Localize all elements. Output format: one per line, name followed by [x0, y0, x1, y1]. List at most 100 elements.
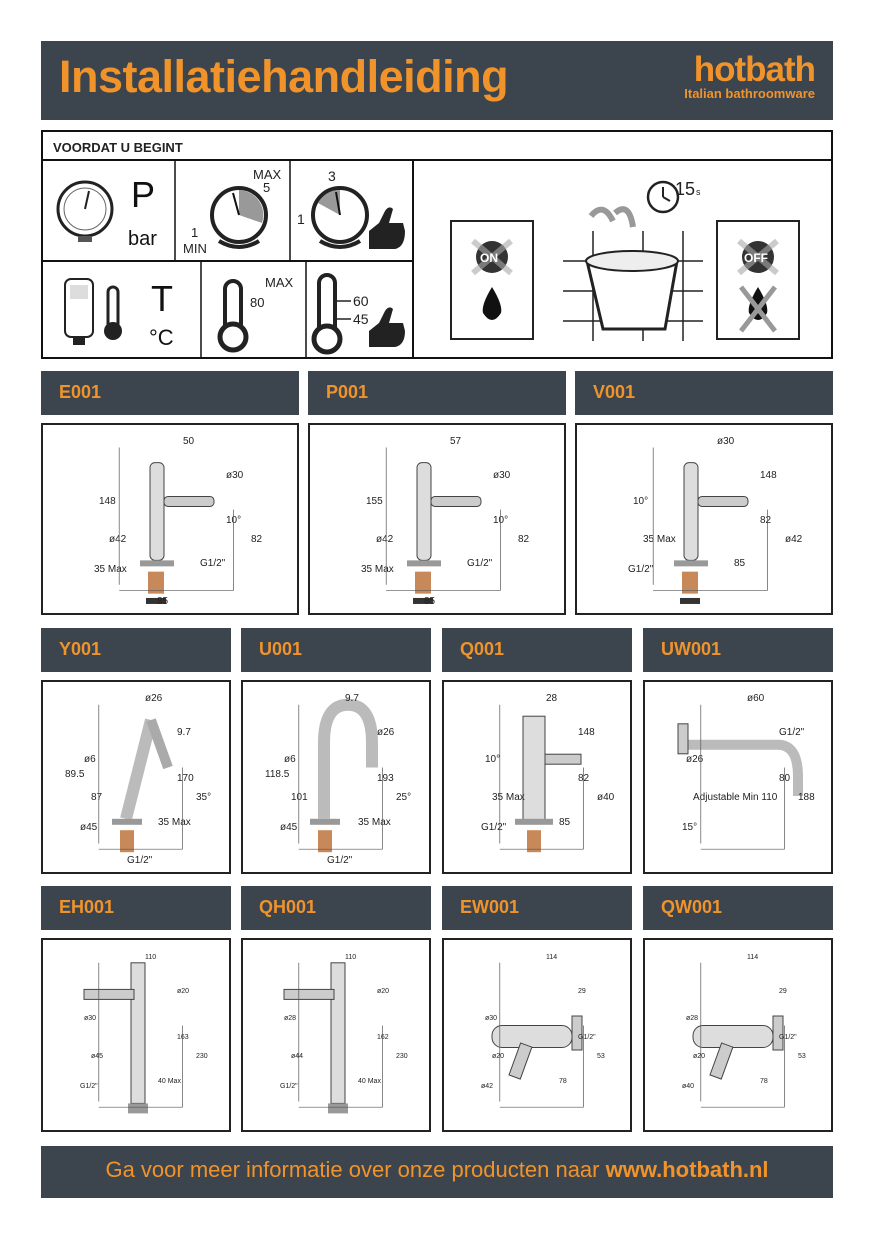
dimension-label: 82 — [760, 515, 772, 526]
dimension-label: 87 — [91, 792, 103, 803]
dimension-label: G1/2" — [280, 1083, 298, 1090]
dimension-label: 82 — [251, 534, 263, 545]
dimension-label: 57 — [450, 436, 462, 447]
dimension-label: 162 — [377, 1034, 389, 1041]
dimension-label: G1/2" — [127, 855, 153, 866]
footer-url[interactable]: www.hotbath.nl — [605, 1157, 769, 1182]
faucet-drawing-icon — [283, 962, 348, 1114]
dimension-label: 35 Max — [158, 817, 191, 828]
pressure-max-value: 5 — [263, 180, 270, 195]
dimension-label: 40 Max — [158, 1078, 181, 1085]
dimension-label: 170 — [177, 773, 194, 784]
dimension-label: ø42 — [376, 534, 394, 545]
product-label-bar: V001 — [575, 371, 833, 415]
temperature-max-label: MAX — [265, 275, 294, 290]
dimension-label: 29 — [779, 988, 787, 995]
pressure-max-label: MAX — [253, 167, 282, 182]
pressure-symbol: P — [131, 174, 155, 215]
dimension-label: G1/2" — [467, 558, 493, 569]
dimension-label: ø6 — [84, 754, 96, 765]
dimension-lines — [298, 962, 383, 1108]
dimension-label: 9.7 — [177, 727, 191, 738]
dimension-label: ø6 — [284, 754, 296, 765]
product-code: V001 — [593, 382, 636, 402]
dimension-label: ø40 — [682, 1083, 694, 1090]
dimension-label: 35 Max — [94, 564, 127, 575]
dimension-label: ø28 — [686, 1015, 698, 1022]
pressure-unit: bar — [128, 228, 157, 250]
dimension-lines — [98, 704, 183, 850]
dimension-label: G1/2" — [628, 564, 654, 575]
dimension-label: 15° — [682, 822, 697, 833]
dimension-label: 155 — [366, 496, 383, 507]
faucet-drawing-icon — [692, 1015, 784, 1080]
header-bar: Installatiehandleiding hotbath Italian b… — [41, 41, 833, 120]
product-code: P001 — [326, 382, 369, 402]
dimension-label: G1/2" — [481, 822, 507, 833]
dimension-label: 78 — [559, 1078, 567, 1085]
faucet-drawing-icon — [491, 1015, 583, 1080]
product-code: EH001 — [59, 897, 115, 917]
flush-off-panel — [716, 220, 800, 340]
recommended-pressure-gauge-icon — [311, 186, 369, 249]
dimension-label: 114 — [747, 954, 758, 961]
dimension-label: ø20 — [177, 988, 189, 995]
dimension-label: 82 — [518, 534, 530, 545]
dimension-label: 9.7 — [345, 693, 359, 704]
dimension-label: ø30 — [493, 470, 511, 481]
before-label-bar: VOORDAT U BEGINT — [41, 130, 833, 161]
pressure-gauge-icon — [56, 180, 114, 242]
dimension-label: 78 — [760, 1078, 768, 1085]
dimension-label: ø30 — [84, 1015, 96, 1022]
faucet-drawing-icon — [140, 462, 215, 604]
product-label-bar: EH001 — [41, 886, 231, 930]
thumbs-up-icon — [369, 207, 405, 249]
dimension-label: ø60 — [747, 693, 765, 704]
dimension-label: ø20 — [377, 988, 389, 995]
dimension-label: ø45 — [80, 822, 98, 833]
product-label-bar: Q001 — [442, 628, 632, 672]
dimension-label: 35° — [196, 792, 211, 803]
flush-on-panel — [450, 220, 534, 340]
dimension-label: 89.5 — [65, 769, 85, 780]
flush-off-label: OFF — [744, 251, 768, 265]
dimension-lines — [118, 447, 234, 591]
before-label: VOORDAT U BEGINT — [53, 140, 183, 155]
product-label-bar: QH001 — [241, 886, 431, 930]
product-label-bar: P001 — [308, 371, 566, 415]
dimension-lines — [98, 962, 183, 1108]
dimension-label: ø28 — [284, 1015, 296, 1022]
dimension-label: 50 — [183, 436, 195, 447]
dimension-lines — [298, 704, 383, 850]
dimension-label: ø42 — [785, 534, 803, 545]
dimension-label: 110 — [345, 954, 356, 961]
brand-name: hotbath — [693, 50, 816, 89]
dimension-label: G1/2" — [578, 1034, 596, 1041]
max-thermometer-icon — [217, 279, 249, 353]
faucet-drawing-icon — [674, 462, 749, 604]
dimension-label: 85 — [559, 817, 571, 828]
product-code: Y001 — [59, 639, 102, 659]
faucet-drawing-icon — [515, 715, 582, 853]
dimension-label: G1/2" — [200, 558, 226, 569]
dimension-label: 118.5 — [265, 769, 290, 780]
dimension-label: ø44 — [291, 1053, 303, 1060]
before-illustrations: P bar MAX 5 1 MIN 3 1 — [43, 161, 800, 357]
dimension-label: 230 — [396, 1053, 408, 1060]
faucet-drawing-icon — [407, 462, 482, 604]
dimension-label: ø26 — [145, 693, 163, 704]
dimension-label: 35 Max — [361, 564, 394, 575]
dimension-label: 10° — [485, 754, 500, 765]
dimension-label: 35 Max — [358, 817, 391, 828]
dimension-label: 85 — [157, 596, 169, 607]
